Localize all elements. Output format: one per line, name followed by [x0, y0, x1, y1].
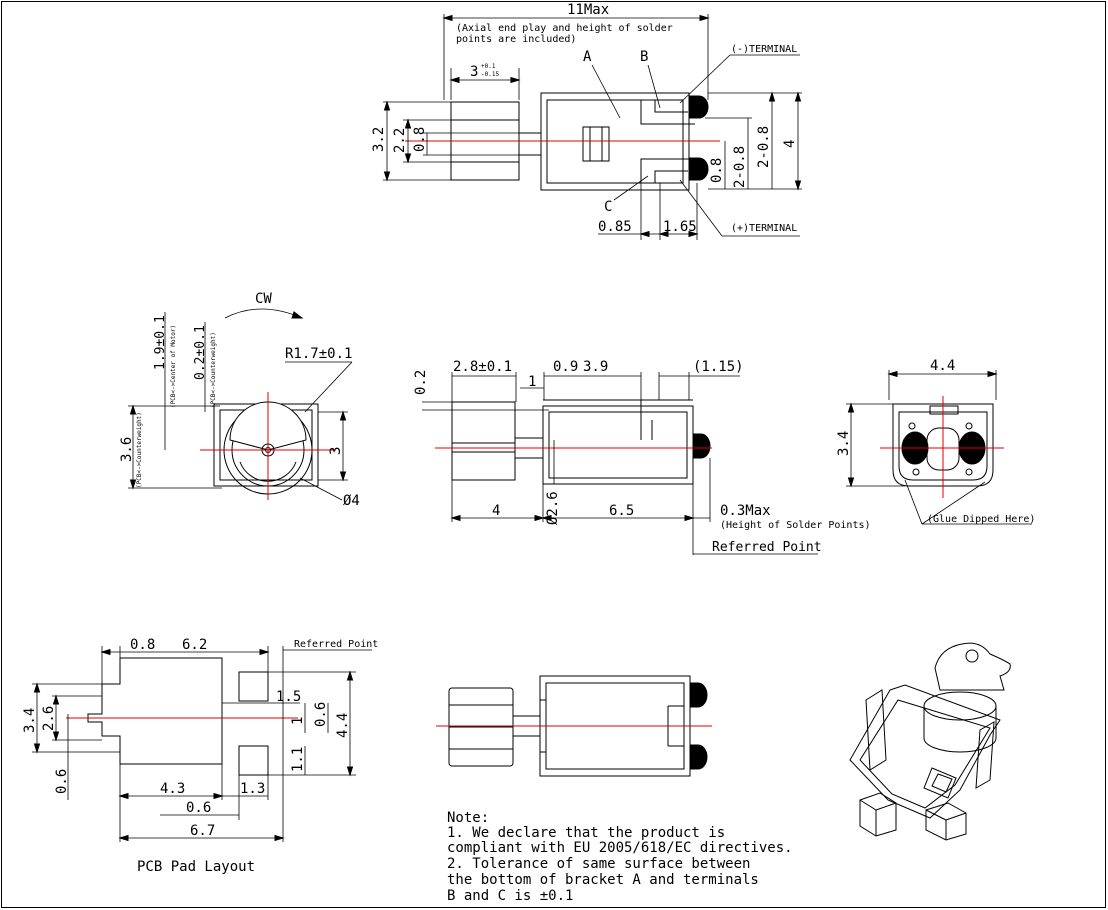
pcb-dim-3-4: 3.4 — [22, 708, 38, 733]
bottom-terminal-upper — [689, 682, 708, 708]
dim-3: 3 — [470, 64, 478, 80]
iso-counterweight — [934, 642, 1011, 691]
dim-0-2-side: 0.2 — [413, 370, 429, 395]
rear-housing — [892, 403, 994, 487]
side-view: 2.8±0.1 0.9 3.9 (1.15) 1 0.2 4 6.5 Ø2.6 … — [413, 359, 871, 555]
dim-6-5: 6.5 — [609, 503, 634, 519]
top-view: 11Max (Axial end play and height of sold… — [371, 2, 802, 240]
notes-title: Note: — [447, 810, 489, 826]
dim-3-tol-up: +0.1 — [481, 63, 496, 70]
label-b: B — [640, 49, 648, 65]
dim-3-2: 3.2 — [371, 127, 387, 152]
dim-4-side: 4 — [492, 503, 500, 519]
dim-1-15: (1.15) — [693, 359, 744, 375]
label-a: A — [583, 49, 592, 65]
label-c: C — [604, 199, 612, 215]
main-pad — [87, 657, 223, 765]
cw-label: CW — [255, 291, 272, 307]
bottom-terminal-lower — [689, 744, 708, 770]
neg-terminal-blob — [688, 95, 709, 119]
side-referred-point: Referred Point — [712, 540, 822, 555]
dim-3-6: 3.6 — [119, 437, 135, 462]
iso-bracket — [849, 684, 1001, 819]
pos-terminal-blob — [688, 157, 709, 181]
overall-note-line1: (Axial end play and height of solder — [456, 23, 673, 34]
isometric-view — [849, 642, 1011, 841]
dim-0-2-end: 0.2±0.1 — [193, 325, 208, 380]
dim-0-85: 0.85 — [598, 219, 632, 235]
rear-view: 4.4 3.4 (Glue Dipped Here) — [836, 358, 1035, 525]
pcb-dim-0-6-bottom: 0.6 — [186, 800, 211, 816]
pcb-dim-4-4: 4.4 — [335, 713, 351, 738]
dim-3-tol-dn: -0.15 — [481, 71, 499, 78]
dim-2-0-8-b: 2-0.8 — [756, 126, 772, 168]
dim-0-8-right: 0.8 — [709, 158, 725, 183]
side-terminal-blob — [692, 433, 711, 459]
rear-dim-3-4: 3.4 — [836, 431, 852, 456]
pcb-dim-1-1: 1.1 — [290, 747, 306, 772]
pcb-dim-2-6: 2.6 — [41, 706, 57, 731]
pcb-dim-0-6-left: 0.6 — [54, 769, 70, 794]
side-motor-body — [542, 405, 694, 485]
terminal-pad-upper — [238, 671, 269, 702]
dim-3-6-note: (PCB<->Counterweight) — [136, 412, 143, 488]
dim-2-0-8-a: 2-0.8 — [732, 146, 748, 188]
notes-line4: the bottom of bracket A and terminals — [447, 872, 759, 888]
dim-2-2: 2.2 — [392, 128, 408, 153]
terminal-pad-lower — [238, 745, 269, 776]
pcb-dim-1-3: 1.3 — [240, 781, 265, 797]
notes-line3: 2. Tolerance of same surface between — [447, 856, 750, 872]
notes-block: Note: 1. We declare that the product is … — [447, 810, 793, 904]
notes-line2: compliant with EU 2005/618/EC directives… — [447, 840, 793, 856]
side-counterweight — [451, 401, 516, 481]
pcb-dim-6-7: 6.7 — [190, 823, 215, 839]
dim-dia-4: Ø4 — [343, 493, 360, 509]
dim-0-2-note: (PCB<->Counterweight) — [210, 332, 217, 408]
dim-1-9-note: (PCB<->Center of Motor) — [170, 325, 177, 408]
dim-3-9: 3.9 — [583, 359, 608, 375]
dim-1-9: 1.9±0.1 — [153, 315, 168, 370]
pcb-dim-6-2: 6.2 — [182, 637, 207, 653]
dim-dia-2-6: Ø2.6 — [545, 491, 561, 525]
dim-0-8-left: 0.8 — [412, 127, 428, 152]
pcb-pad-layout: 0.8 6.2 Referred Point 1.5 1 0.6 4.4 1.1… — [22, 637, 378, 875]
notes-line5: B and C is ±0.1 — [447, 888, 573, 904]
pcb-layout-title: PCB Pad Layout — [137, 859, 255, 875]
solder-height-note: (Height of Solder Points) — [720, 520, 871, 531]
dim-0-3max: 0.3Max — [720, 503, 771, 519]
pcb-dim-1: 1 — [290, 717, 306, 725]
dim-4: 4 — [782, 140, 798, 148]
end-view: CW R1.7±0.1 1.9±0.1 (PCB<->Center of Mot… — [119, 291, 360, 509]
rear-dim-4-4: 4.4 — [930, 358, 955, 374]
notes-line1: 1. We declare that the product is — [447, 825, 725, 841]
dim-1-65: 1.65 — [663, 219, 697, 235]
dim-2-8: 2.8±0.1 — [453, 359, 512, 375]
dim-1-side: 1 — [528, 374, 536, 390]
bottom-side-view — [436, 675, 712, 777]
neg-terminal-label: (-)TERMINAL — [731, 44, 797, 55]
pos-terminal-label: (+)TERMINAL — [731, 223, 797, 234]
dim-0-9: 0.9 — [553, 359, 578, 375]
pcb-dim-0-8: 0.8 — [130, 637, 155, 653]
glue-note: (Glue Dipped Here) — [927, 514, 1035, 525]
pcb-dim-0-6-right: 0.6 — [313, 702, 329, 727]
pcb-dim-1-5: 1.5 — [276, 689, 301, 705]
pcb-referred-point: Referred Point — [294, 639, 378, 650]
dim-3-end: 3 — [328, 447, 344, 455]
dim-r1-7: R1.7±0.1 — [285, 346, 352, 362]
pcb-dim-4-3: 4.3 — [160, 781, 185, 797]
overall-note-line2: points are included) — [456, 34, 576, 45]
dim-11max: 11Max — [567, 2, 609, 18]
